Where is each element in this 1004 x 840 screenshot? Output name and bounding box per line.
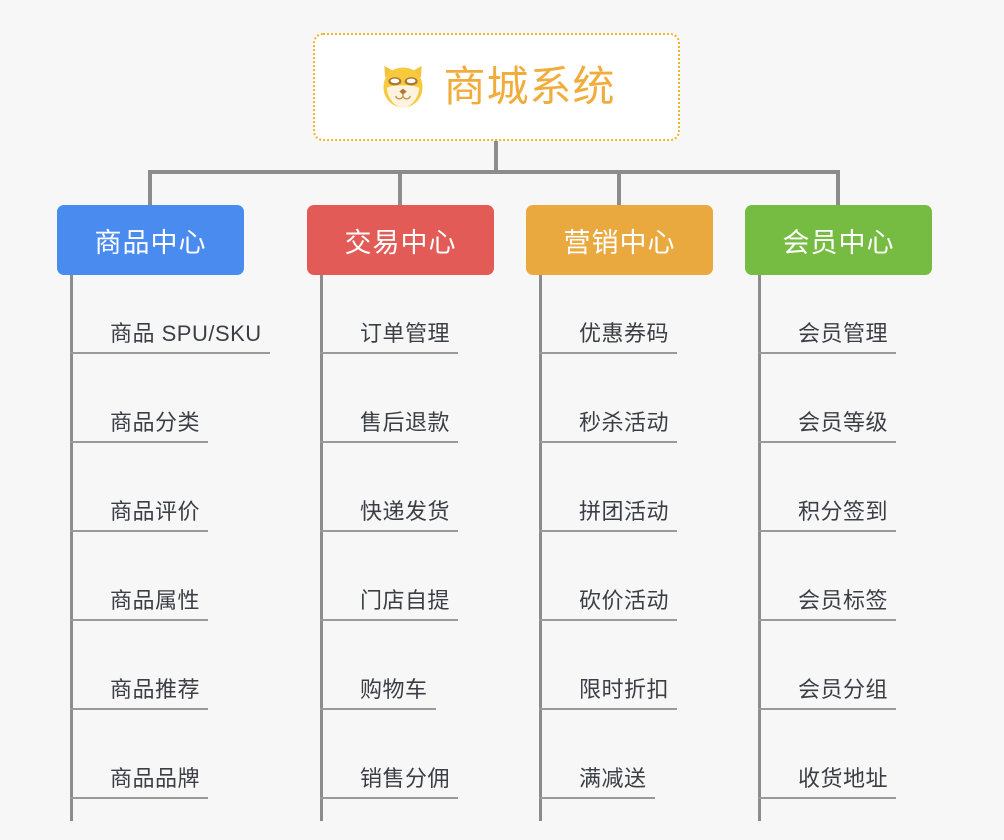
leaf-item-label: 积分签到 xyxy=(798,499,889,524)
leaf-item-label: 门店自提 xyxy=(360,588,451,613)
leaf-item-label: 会员管理 xyxy=(798,321,889,346)
connector-drop-branch-3 xyxy=(617,170,621,205)
branch-box-会员中心[interactable]: 会员中心 xyxy=(745,205,932,275)
leaf-item-label: 会员等级 xyxy=(798,410,889,435)
connector-root-stem xyxy=(494,141,498,172)
leaf-item-underline xyxy=(70,708,208,710)
leaf-item-label: 优惠券码 xyxy=(579,321,670,346)
leaf-item-label: 会员标签 xyxy=(798,588,889,613)
leaf-item-underline xyxy=(758,530,896,532)
leaf-item-label: 商品属性 xyxy=(110,588,201,613)
leaf-item-underline xyxy=(320,441,458,443)
leaf-item-underline xyxy=(320,708,436,710)
connector-drop-branch-2 xyxy=(398,170,402,205)
spine-branch-4 xyxy=(758,275,761,821)
leaf-item-underline xyxy=(539,441,677,443)
leaf-item-label: 商品推荐 xyxy=(110,677,201,702)
leaf-item-underline xyxy=(70,441,208,443)
leaf-item-label: 秒杀活动 xyxy=(579,410,670,435)
branch-label: 营销中心 xyxy=(563,227,676,258)
leaf-item-label: 商品 SPU/SKU xyxy=(110,321,262,346)
leaf-item-label: 快递发货 xyxy=(360,499,451,524)
leaf-item-underline xyxy=(758,797,896,799)
leaf-item-underline xyxy=(539,708,677,710)
leaf-item-underline xyxy=(539,619,677,621)
spine-branch-3 xyxy=(539,275,542,821)
leaf-item-underline xyxy=(70,352,270,354)
leaf-item-label: 销售分佣 xyxy=(360,766,451,791)
leaf-item-label: 砍价活动 xyxy=(579,588,670,613)
leaf-item-label: 限时折扣 xyxy=(579,677,670,702)
shiba-dog-face-icon xyxy=(383,65,423,108)
root-node[interactable]: 商城系统 xyxy=(313,33,680,141)
leaf-item-label: 商品评价 xyxy=(110,499,201,524)
root-title: 商城系统 xyxy=(443,63,616,110)
leaf-item-underline xyxy=(320,530,458,532)
branch-box-商品中心[interactable]: 商品中心 xyxy=(57,205,244,275)
leaf-item-underline xyxy=(758,619,896,621)
leaf-item-label: 收货地址 xyxy=(798,766,889,791)
connector-horizontal-bus xyxy=(150,170,838,174)
leaf-item-label: 商品品牌 xyxy=(110,766,201,791)
leaf-item-label: 拼团活动 xyxy=(579,499,670,524)
leaf-item-label: 售后退款 xyxy=(360,410,451,435)
leaf-item-underline xyxy=(758,352,896,354)
leaf-item-underline xyxy=(70,530,208,532)
connector-drop-branch-4 xyxy=(836,170,840,205)
leaf-item-underline xyxy=(539,797,655,799)
connector-drop-branch-1 xyxy=(148,170,152,205)
leaf-item-underline xyxy=(758,708,896,710)
spine-branch-2 xyxy=(320,275,323,821)
branch-label: 会员中心 xyxy=(782,227,895,258)
leaf-item-label: 满减送 xyxy=(579,766,647,791)
branch-box-营销中心[interactable]: 营销中心 xyxy=(526,205,713,275)
leaf-item-label: 商品分类 xyxy=(110,410,201,435)
branch-label: 交易中心 xyxy=(344,227,457,258)
leaf-item-underline xyxy=(539,352,677,354)
leaf-item-underline xyxy=(539,530,677,532)
leaf-item-underline xyxy=(320,619,458,621)
leaf-item-underline xyxy=(320,352,458,354)
leaf-item-label: 会员分组 xyxy=(798,677,889,702)
branch-box-交易中心[interactable]: 交易中心 xyxy=(307,205,494,275)
leaf-item-underline xyxy=(758,441,896,443)
leaf-item-underline xyxy=(320,797,458,799)
leaf-item-label: 订单管理 xyxy=(360,321,451,346)
branch-label: 商品中心 xyxy=(94,227,207,258)
spine-branch-1 xyxy=(70,275,73,821)
leaf-item-underline xyxy=(70,619,208,621)
leaf-item-underline xyxy=(70,797,208,799)
leaf-item-label: 购物车 xyxy=(360,677,428,702)
